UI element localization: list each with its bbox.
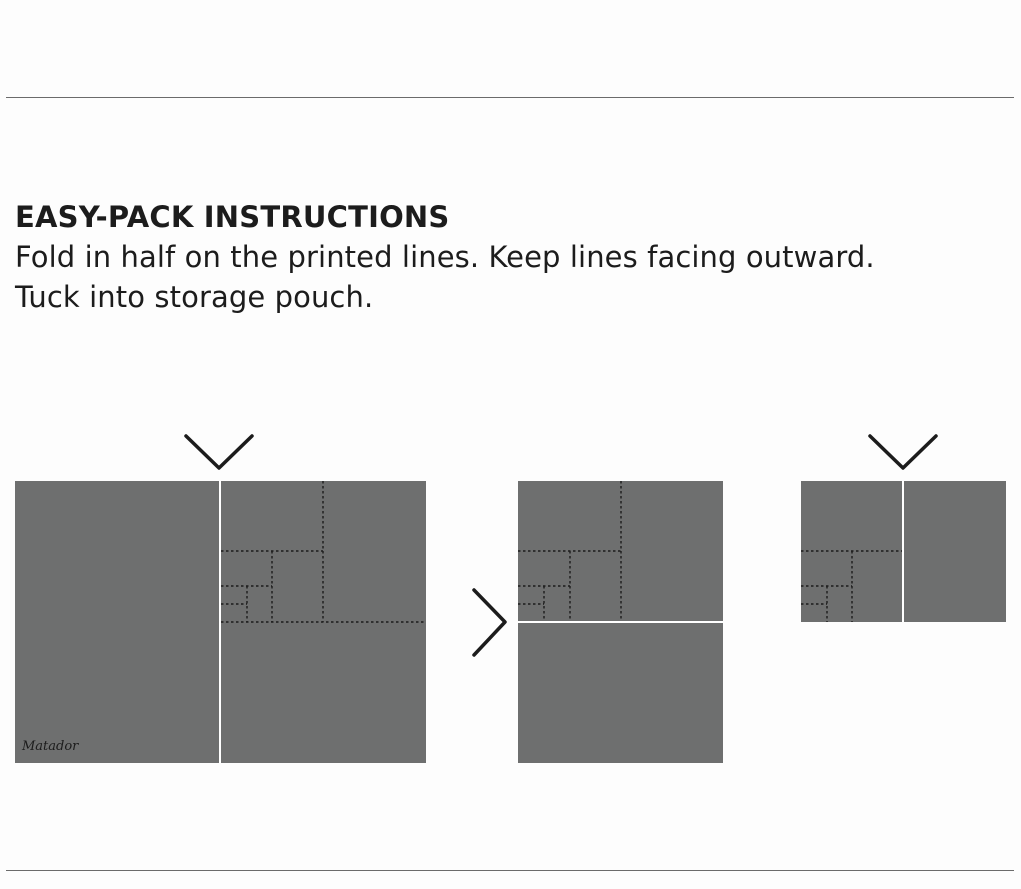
top-divider [6, 97, 1014, 98]
step-3-blanket [801, 481, 1006, 622]
step-1-dotted-folds [221, 481, 426, 623]
instruction-line-2: Tuck into storage pouch. [15, 280, 374, 314]
fold-right-arrow-icon [472, 588, 507, 657]
fold-down-arrow-icon-2 [868, 434, 938, 470]
step-1-blanket: Matador [15, 481, 426, 763]
step-2-dotted-folds [518, 481, 622, 622]
instruction-line-1: Fold in half on the printed lines. Keep … [15, 240, 875, 274]
fold-down-arrow-icon [184, 434, 254, 470]
bottom-divider [6, 870, 1014, 871]
step-3-dotted-folds [801, 550, 903, 622]
step-2-blanket [518, 481, 723, 763]
instructions-heading: EASY-PACK INSTRUCTIONS [15, 200, 450, 234]
brand-logo: Matador [21, 739, 79, 754]
